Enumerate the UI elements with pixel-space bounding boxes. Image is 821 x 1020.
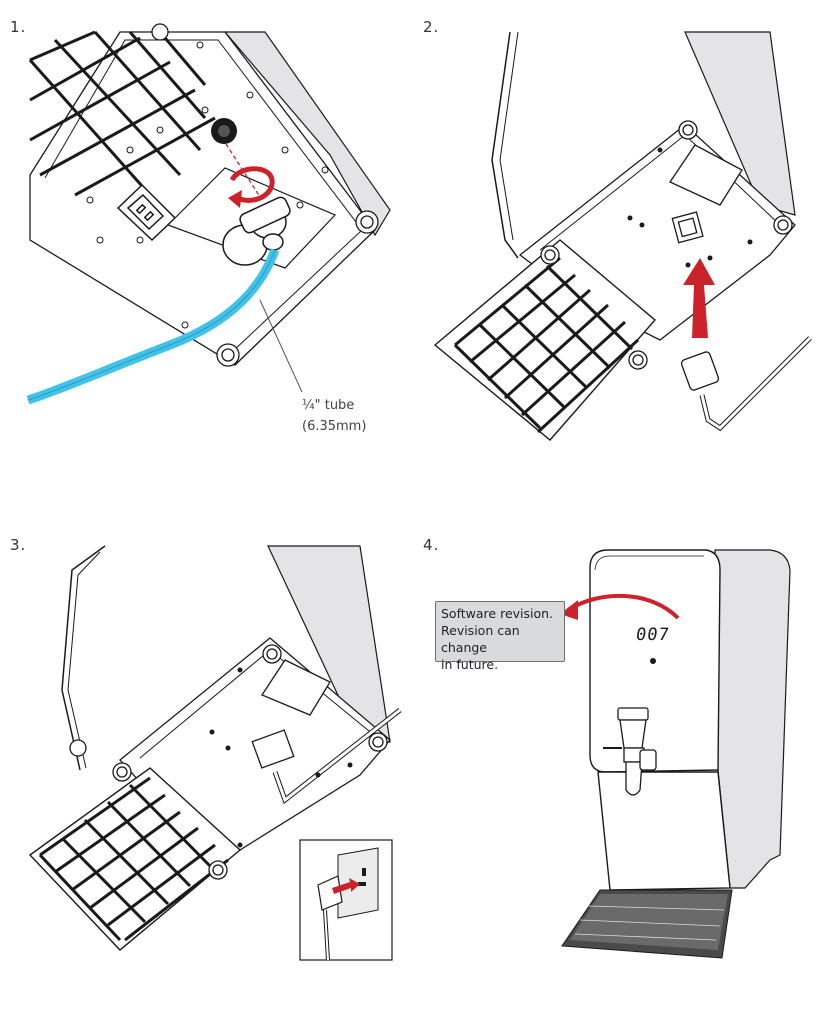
step-3-panel: 3. [0,510,410,1020]
step-4-illustration [560,549,791,959]
tooltip-line-3: in future. [441,657,499,672]
filter-grid [28,30,216,197]
water-tube [26,248,280,405]
wall-socket-inset [299,839,393,961]
power-plug [680,336,812,432]
tap [603,707,657,796]
step-2-number: 2. [423,18,440,36]
rotate-arrow-icon [228,166,275,208]
step-1-number: 1. [10,18,27,36]
filter-grid [453,256,640,434]
up-arrow-icon [683,258,715,338]
firmware-display: 007 [634,625,672,645]
tooltip-line-1: Software revision. [441,606,554,621]
tube-metric: (6.35mm) [302,419,367,434]
filter-grid [38,776,229,942]
tooltip-line-2: Revision can change [441,623,520,655]
water-connector [222,196,291,266]
step-3-number: 3. [10,536,27,554]
software-revision-tooltip: Software revision. Revision can change i… [435,601,565,672]
step-4-number: 4. [423,536,440,554]
step-2-illustration [433,31,812,441]
tube-size-callout: ¼" tube (6.35mm) [302,395,366,437]
step-1-illustration [26,23,391,405]
drip-tray [561,889,733,959]
step-4-panel: 4. 007 Software re [410,510,821,1020]
step-1-panel: 1. [0,0,410,500]
step-2-panel: 2. [410,0,821,500]
plug-insert-arrow-icon [332,878,360,894]
tube-label: " tube [314,398,355,413]
tube-fraction: ¼ [302,398,315,413]
step-3-illustration [28,545,402,961]
